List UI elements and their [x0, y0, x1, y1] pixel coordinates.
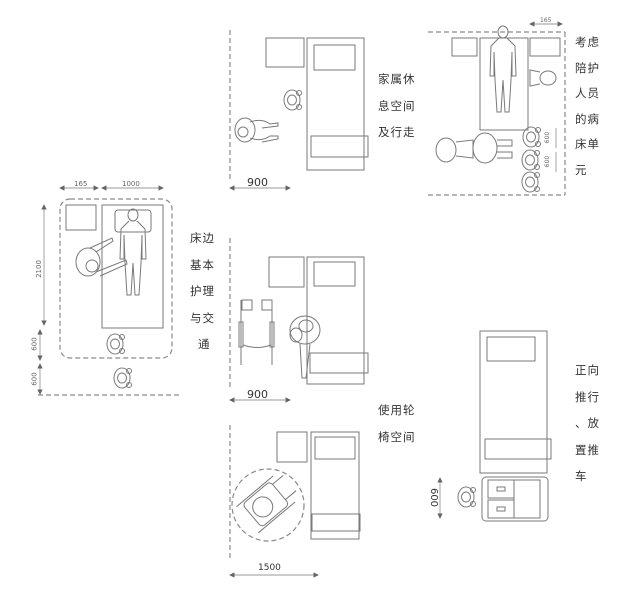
- nursing-cart: [481, 476, 549, 522]
- turning-circle: [231, 468, 305, 542]
- wheelchair-user-rotated: [236, 474, 297, 534]
- seated-person-1: [522, 126, 541, 148]
- overbed-table: [309, 352, 369, 374]
- overbed-table: [484, 438, 552, 460]
- panel-cart: [437, 330, 552, 522]
- caption-family-rest: 家属休 息空间 及行走: [378, 72, 416, 139]
- pillow: [313, 44, 356, 71]
- pillow: [313, 261, 356, 287]
- nightstand: [65, 204, 97, 231]
- pillow: [486, 336, 536, 362]
- nurse-figure-bending: [75, 237, 128, 277]
- nurse-assisting: [289, 315, 321, 379]
- nightstand-left: [451, 37, 478, 57]
- dim-600-care: 600: [30, 337, 39, 351]
- panel-family-rest: [229, 30, 369, 191]
- bed: [479, 37, 529, 131]
- caption-cart-push: 正向 推行 、放 置推 车: [575, 363, 600, 483]
- panel-bedside-care: [37, 185, 182, 396]
- pillow: [314, 436, 356, 460]
- bed: [306, 37, 365, 171]
- dim-165-top: 165: [540, 17, 552, 24]
- dim-600-b: 600: [544, 155, 552, 168]
- dim-600-passage: 600: [30, 372, 39, 386]
- nurse-with-cart: [457, 486, 476, 508]
- panel-wheelchair-transfer: [229, 238, 369, 403]
- overbed-table: [311, 513, 361, 532]
- dim-1000: 1000: [122, 180, 140, 188]
- dim-600-a: 600: [544, 131, 552, 144]
- patient-figure: [489, 25, 517, 113]
- dim-900-wheelchair: 900: [247, 388, 268, 401]
- patient-figure: [119, 208, 147, 296]
- care-zone-outline: [59, 198, 173, 359]
- wheelchair: [238, 299, 275, 365]
- nightstand: [265, 37, 305, 68]
- bed: [101, 204, 164, 329]
- panel-wheelchair-space: [229, 425, 361, 578]
- nightstand: [268, 256, 305, 288]
- seated-person-3: [521, 171, 540, 193]
- seated-person-2: [521, 149, 540, 171]
- companion-bed-chair: [435, 132, 513, 164]
- nightstand: [276, 431, 308, 463]
- dim-1500: 1500: [258, 563, 281, 573]
- dim-600-cart: 600: [428, 487, 440, 508]
- seated-family-member: [283, 89, 302, 111]
- nightstand-right: [529, 37, 561, 57]
- dim-2100: 2100: [34, 260, 43, 278]
- seated-person-2: [113, 367, 132, 389]
- panel-companion-unit: [428, 21, 566, 196]
- caption-wheelchair-space: 使用轮 椅空间: [378, 403, 416, 444]
- overbed-table: [310, 135, 369, 158]
- seated-person-1: [106, 333, 125, 355]
- caption-companion-unit: 考虑 陪护 人员 的病 床单 元: [575, 35, 600, 177]
- caption-bedside-care: 床边 基本 护理 与交 通: [190, 231, 215, 351]
- dim-165-left: 165: [74, 180, 88, 188]
- pillow: [114, 209, 152, 233]
- dim-900-family: 900: [247, 176, 268, 189]
- reclining-companion: [529, 69, 557, 87]
- bed: [310, 431, 360, 540]
- bed: [479, 330, 548, 474]
- walking-person: [234, 117, 279, 143]
